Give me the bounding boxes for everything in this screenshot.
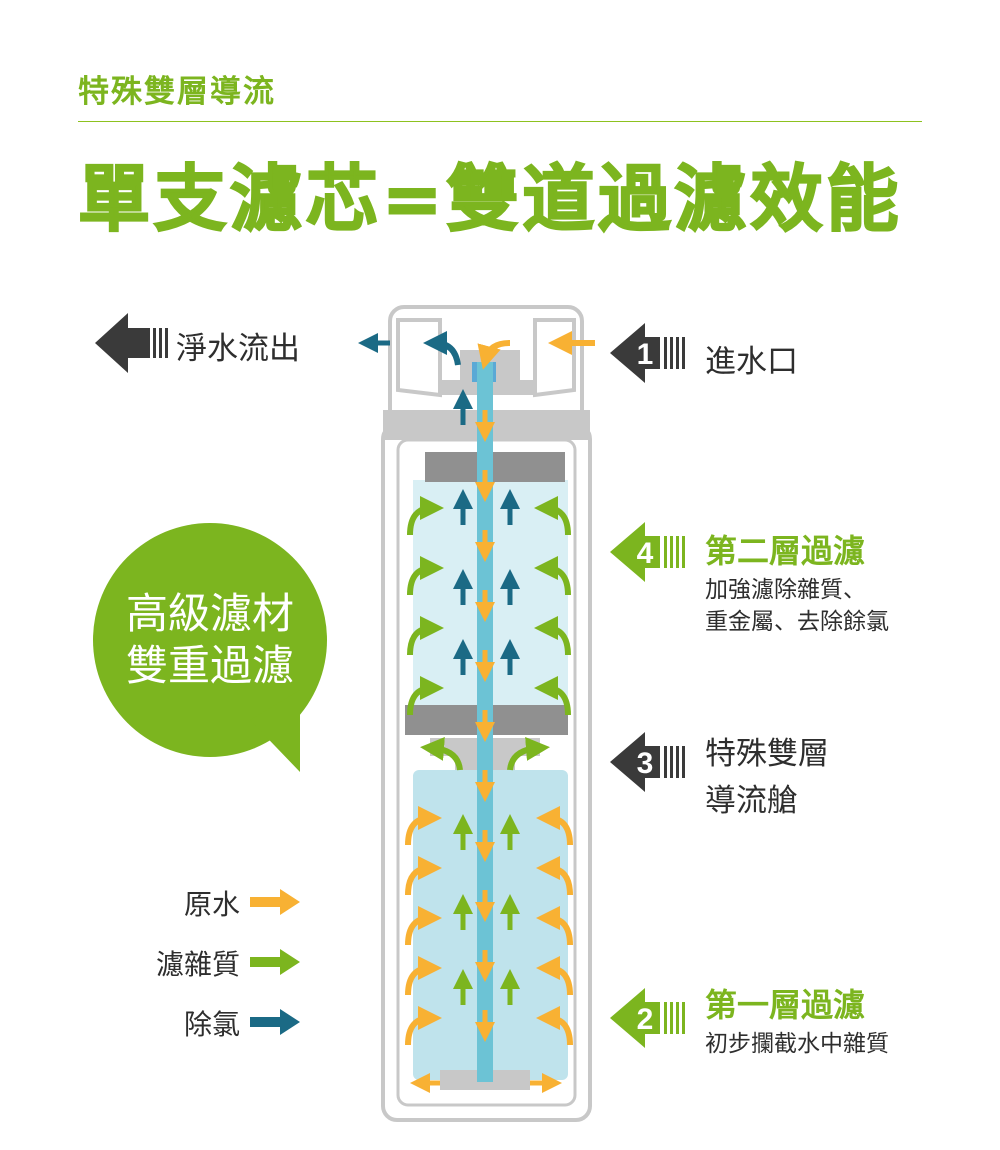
step-number: 1 bbox=[637, 338, 654, 371]
legend-chlorine-removal: 除氯 bbox=[183, 1008, 240, 1041]
bubble-line-1: 高級濾材 bbox=[125, 589, 294, 638]
curved-arrow-icon bbox=[536, 1006, 573, 1046]
legend-filter-impurities: 濾雜質 bbox=[155, 948, 240, 981]
stage2-desc-2: 重金屬、去除餘氯 bbox=[705, 609, 889, 635]
outlet-arrow-icon bbox=[95, 313, 168, 373]
curved-arrow-icon bbox=[534, 616, 571, 656]
curved-arrow-icon bbox=[534, 676, 571, 716]
curved-arrow-icon bbox=[536, 806, 573, 846]
step-number: 4 bbox=[637, 537, 654, 570]
curved-arrow-icon bbox=[407, 496, 444, 536]
chamber-label-1: 特殊雙層 bbox=[705, 736, 829, 772]
curved-arrow-icon bbox=[534, 496, 571, 536]
curved-arrow-icon bbox=[405, 856, 442, 896]
curved-arrow-icon bbox=[407, 676, 444, 716]
curved-arrow-icon bbox=[536, 906, 573, 946]
subtitle: 特殊雙層導流 bbox=[78, 74, 276, 110]
stage2-arrow-icon: 4 bbox=[610, 522, 685, 582]
filter-cartridge bbox=[358, 305, 595, 1122]
legend-arrow-icon bbox=[250, 889, 300, 915]
curved-arrow-icon bbox=[405, 906, 442, 946]
legend-raw-water: 原水 bbox=[183, 888, 240, 921]
curved-arrow-icon bbox=[405, 1006, 442, 1046]
inlet-label: 進水口 bbox=[705, 344, 798, 380]
divider bbox=[78, 121, 922, 122]
speech-bubble bbox=[93, 523, 327, 772]
outlet-label: 淨水流出 bbox=[176, 331, 300, 367]
chamber-label-2: 導流艙 bbox=[705, 783, 798, 819]
step-number: 3 bbox=[637, 747, 654, 780]
page-title: 單支濾芯=雙道過濾效能 bbox=[77, 156, 903, 242]
stage2-desc-1: 加強濾除雜質、 bbox=[705, 577, 866, 603]
curved-arrow-icon bbox=[407, 616, 444, 656]
curved-arrow-icon bbox=[405, 956, 442, 996]
legend-arrow-icon bbox=[250, 1009, 300, 1035]
step-number: 2 bbox=[637, 1003, 654, 1036]
bubble-line-2: 雙重過濾 bbox=[125, 641, 294, 690]
stage1-title: 第一層過濾 bbox=[705, 986, 866, 1024]
legend-arrow-icon bbox=[250, 949, 300, 975]
curved-arrow-icon bbox=[536, 856, 573, 896]
curved-arrow-icon bbox=[405, 806, 442, 846]
stage1-arrow-icon: 2 bbox=[610, 988, 685, 1048]
inlet-arrow-icon: 1 bbox=[610, 323, 685, 383]
stage2-title: 第二層過濾 bbox=[705, 532, 866, 570]
stage1-desc: 初步攔截水中雜質 bbox=[705, 1031, 889, 1057]
curved-arrow-icon bbox=[536, 956, 573, 996]
curved-arrow-icon bbox=[534, 556, 571, 596]
chamber-arrow-icon: 3 bbox=[610, 732, 685, 792]
curved-arrow-icon bbox=[407, 556, 444, 596]
